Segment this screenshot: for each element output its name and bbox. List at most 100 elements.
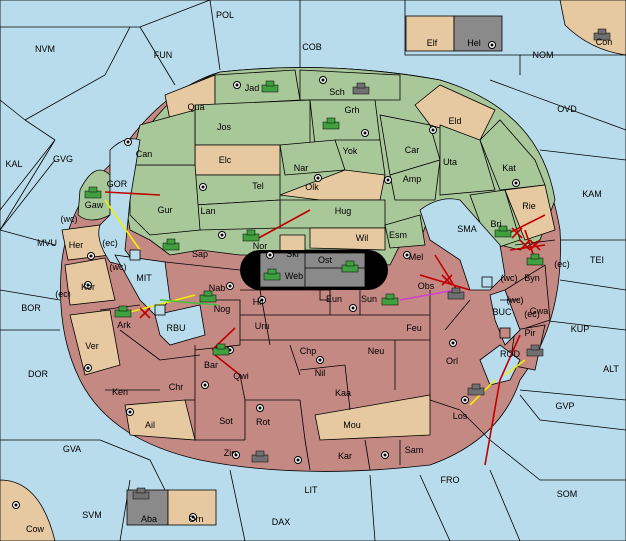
label-Gur: Gur [157,205,172,215]
label-Elf: Elf [427,38,438,48]
label-NVM: NVM [35,44,55,54]
label-Amp: Amp [403,174,422,184]
label-ROD: ROD [500,349,521,359]
region-Ail[interactable] [124,399,196,441]
label-Sch: Sch [329,87,345,97]
label-Nog: Nog [214,304,231,314]
label-Mel: Mel [409,252,424,262]
coast-label: (ec) [524,309,540,319]
region-Wil[interactable] [309,227,386,251]
unit-grey-Obs [447,287,465,300]
label-COB: COB [302,42,322,52]
label-Nab: Nab [209,283,226,293]
unit-green-Gaw [84,186,102,199]
unit-fleet-MIT [129,249,141,261]
region-Web-fill[interactable] [259,252,366,288]
label-Byn: Byn [524,273,540,283]
coast-label: (ec) [55,289,71,299]
sea-RBU[interactable] [154,304,206,346]
label-GOR: GOR [107,179,128,189]
label-Car: Car [405,145,420,155]
region-Eld[interactable] [414,84,496,141]
label-Hel: Hel [467,38,481,48]
label-DAX: DAX [272,517,291,527]
label-Eun: Eun [326,294,342,304]
region-Amp[interactable] [389,159,441,201]
label-Cow: Cow [26,524,45,534]
label-Feu: Feu [406,323,422,333]
region-Elc[interactable] [194,144,281,176]
label-Kat: Kat [502,163,516,173]
region-Gur[interactable] [129,164,201,236]
label-SOM: SOM [557,489,578,499]
unit-fleet-Pir [499,327,511,339]
coast-label: (wc) [110,262,127,272]
label-NOM: NOM [533,50,554,60]
label-Yok: Yok [343,146,358,156]
label-KAL: KAL [5,159,22,169]
unit-green-Nab [199,290,217,303]
label-SMA: SMA [457,224,477,234]
label-Olk: Olk [305,182,319,192]
region-Esm[interactable] [384,214,426,249]
unit-green-Nor [242,229,260,242]
label-Ken: Ken [112,387,128,397]
sea-SMA[interactable] [419,198,506,291]
region-Kor[interactable] [64,257,116,306]
region-Kat[interactable] [479,119,546,191]
label-OVD: OVD [557,104,577,114]
label-Ost: Ost [318,255,333,265]
region-Rie[interactable] [504,184,556,241]
label-Kar: Kar [338,451,352,461]
label-Rot: Rot [256,417,271,427]
label-Jos: Jos [217,122,232,132]
region-Uta[interactable] [439,124,496,196]
unit-grey-Con [593,28,611,41]
label-Sot: Sot [219,416,233,426]
sea-ROD[interactable] [479,344,521,386]
region-Jos[interactable] [194,99,311,146]
label-Tel: Tel [252,181,264,191]
sea-BUC[interactable] [489,289,521,346]
label-MVU: MVU [37,238,57,248]
label-Qua: Qua [187,102,204,112]
coast-label: (ec) [554,259,570,269]
label-Kor: Kor [81,282,95,292]
unit-green-Sap [162,238,180,251]
label-Pir: Pir [525,328,536,338]
region-Sch[interactable] [299,69,401,101]
region-Hug[interactable] [279,199,386,229]
region-Mou[interactable] [314,394,431,441]
label-Uta: Uta [443,157,457,167]
label-Hug: Hug [335,206,352,216]
label-Sap: Sap [192,249,208,259]
orders [104,191,546,466]
label-Nor: Nor [253,241,268,251]
label-Orn: Orn [188,514,203,524]
region-Olk[interactable] [279,169,386,201]
label-Obs: Obs [418,281,435,291]
label-Sun: Sun [361,294,377,304]
label-Bri: Bri [491,219,502,229]
label-Zin: Zin [224,448,237,458]
region-Ver[interactable] [69,309,121,376]
unit-grey-Aba [132,487,150,500]
label-RBU: RBU [166,323,185,333]
label-DOR: DOR [28,369,49,379]
unit-green-Web [263,268,281,281]
label-Gwa: Gwa [530,306,549,316]
region-Elf[interactable] [405,15,455,52]
label-Esm: Esm [389,230,407,240]
unit-fleet-BUC [481,276,493,288]
unit-grey-Los [467,383,485,396]
unit-green-Sun [381,293,399,306]
label-Wil: Wil [356,233,369,243]
region-Nar[interactable] [279,139,346,176]
label-Eld: Eld [448,116,461,126]
label-KUP: KUP [571,324,590,334]
label-FUN: FUN [154,50,173,60]
label-Chp: Chp [300,346,317,356]
